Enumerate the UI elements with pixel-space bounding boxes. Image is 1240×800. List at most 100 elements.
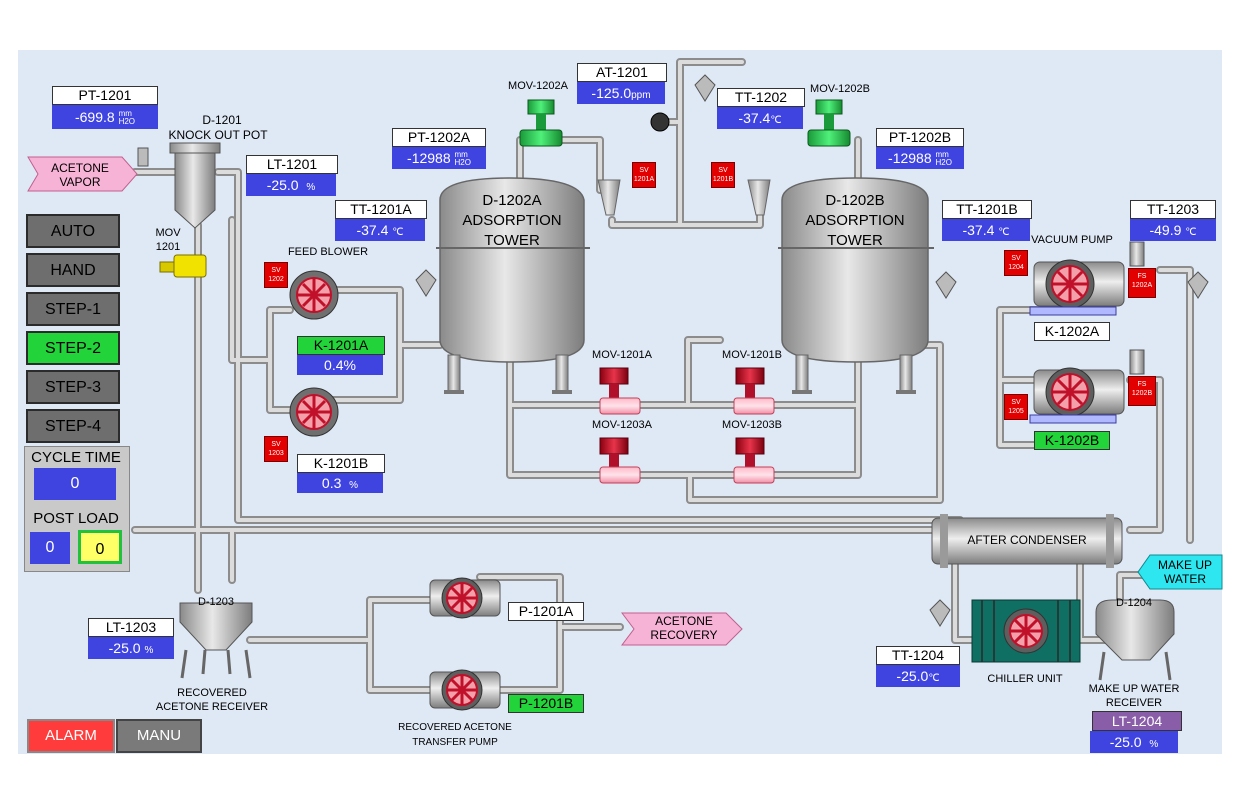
transfer-pump-p1201b-graphic [429, 669, 501, 711]
mov-1202a-graphic [519, 99, 563, 147]
post-load-label: POST LOAD [33, 510, 119, 527]
mov1202b-label: MOV-1202B [810, 83, 870, 95]
chiller-unit-label: CHILLER UNIT [987, 673, 1063, 685]
k1201a-value: 0.4% [297, 355, 383, 375]
transfer-pump-p1201a-graphic [429, 577, 501, 619]
tt1202-value: -37.4℃ [717, 107, 803, 129]
mov1201a-label: MOV-1201A [592, 349, 652, 361]
vacuum-pump-k1202a-graphic [1029, 259, 1125, 316]
vacuum-pump-k1202b-graphic [1029, 367, 1125, 424]
tt1204-tag: TT-1204 [876, 646, 960, 665]
analyzer-icon [650, 112, 670, 132]
tt1202-tag: TT-1202 [717, 88, 805, 107]
chiller-unit-graphic [971, 599, 1081, 663]
tt1201b-tag: TT-1201B [942, 200, 1032, 219]
receiver-d1204-graphic [1095, 599, 1175, 681]
feed-blower-k1201a-graphic [289, 270, 339, 320]
cycle-time-label: CYCLE TIME [31, 449, 121, 466]
cycle-time-value: 0 [34, 468, 116, 500]
mode-button-step-4[interactable]: STEP-4 [26, 409, 120, 443]
pt1202b-tag: PT-1202B [876, 128, 964, 147]
lt1204-tag: LT-1204 [1092, 711, 1182, 731]
acetone-vapor-label: ACETONE VAPOR [51, 161, 109, 189]
post-load-value-b: 0 [78, 530, 122, 564]
receiver-d1203-graphic [179, 602, 253, 679]
mov-1203b-graphic [733, 437, 775, 484]
mode-button-step-2[interactable]: STEP-2 [26, 331, 120, 365]
lt1201-value: -25.0 % [246, 174, 336, 196]
feed-blower-label: FEED BLOWER [287, 246, 369, 258]
temp-sensor-icons [415, 74, 1209, 627]
adsorption-tower-a [436, 177, 590, 394]
mov1201b-label: MOV-1201B [722, 349, 782, 361]
mov1202a-label: MOV-1202A [508, 80, 568, 92]
adsorption-tower-b [778, 177, 934, 394]
k1202b-tag: K-1202B [1034, 431, 1110, 450]
tt1204-value: -25.0℃ [876, 665, 960, 687]
k1201b-value: 0.3 % [297, 473, 383, 493]
mov-1203a-graphic [599, 437, 641, 484]
lt1201-tag: LT-1201 [246, 155, 338, 174]
mov1203b-label: MOV-1203B [722, 419, 782, 431]
d1201-tag: D-1201 [202, 113, 242, 127]
acetone-recovery-arrow [621, 612, 743, 646]
make-up-water-arrow [1137, 554, 1223, 590]
lt1203-tag: LT-1203 [88, 618, 174, 637]
d1201-name: KNOCK OUT POT [168, 128, 268, 142]
tt1203-value: -49.9 ℃ [1130, 219, 1216, 241]
pressure-sensor-icon [137, 147, 149, 167]
mov1201-tag: MOV [155, 227, 181, 239]
strainer-b [747, 179, 771, 216]
mov1203a-label: MOV-1203A [592, 419, 652, 431]
acetone-recovery-label: ACETONE RECOVERY [650, 614, 718, 642]
d1204-tag: D-1204 [1115, 597, 1153, 609]
after-condenser-label: AFTER CONDENSER [967, 533, 1087, 547]
p1201b-tag: P-1201B [508, 694, 584, 713]
manu-button[interactable]: MANU [116, 719, 202, 753]
pt1202a-tag: PT-1202A [392, 128, 486, 147]
lt1203-value: -25.0 % [88, 637, 174, 659]
acetone-vapor-arrow [27, 156, 138, 192]
at1201-tag: AT-1201 [577, 63, 667, 82]
mode-button-step-1[interactable]: STEP-1 [26, 292, 120, 326]
k1201a-tag: K-1201A [297, 336, 385, 355]
mov-1201a-graphic [599, 367, 641, 415]
vacuum-pump-label: VACUUM PUMP [1031, 234, 1113, 246]
knock-out-pot-d1201 [169, 142, 221, 229]
mov-1202b-graphic [807, 99, 851, 147]
mode-button-auto[interactable]: AUTO [26, 214, 120, 248]
mode-button-step-3[interactable]: STEP-3 [26, 370, 120, 404]
at1201-value: -125.0ppm [577, 82, 665, 104]
pt1201-tag: PT-1201 [52, 86, 158, 105]
k1201b-tag: K-1201B [297, 454, 385, 473]
lt1204-value: -25.0 % [1090, 731, 1178, 753]
alarm-button[interactable]: ALARM [27, 719, 115, 753]
strainer-a [597, 179, 621, 216]
tt1203-tag: TT-1203 [1130, 200, 1216, 219]
p1201a-tag: P-1201A [508, 602, 584, 621]
tt1201b-value: -37.4 ℃ [942, 219, 1030, 241]
tt1201a-tag: TT-1201A [335, 200, 427, 219]
mode-button-hand[interactable]: HAND [26, 253, 120, 287]
make-up-water-label: MAKE UP WATER [1157, 558, 1212, 586]
k1202a-tag: K-1202A [1034, 322, 1110, 341]
mov1201-tag2: 1201 [155, 241, 181, 253]
post-load-value-a: 0 [30, 532, 70, 564]
